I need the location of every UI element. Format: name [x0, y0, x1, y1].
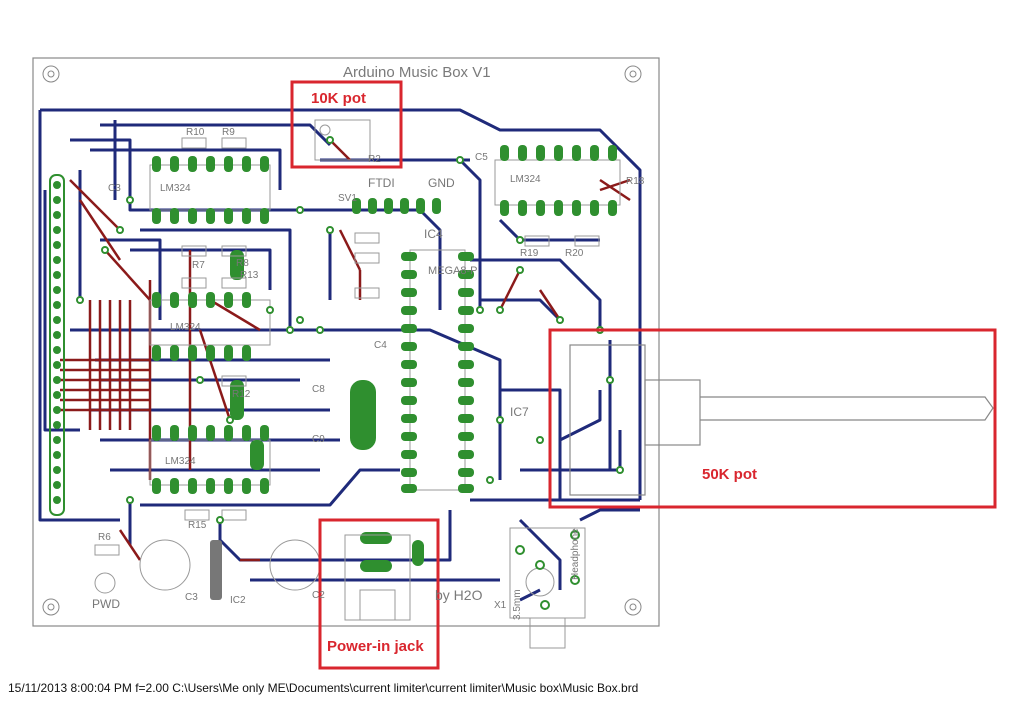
label-lm324-mid: LM324: [170, 322, 201, 333]
label-pwd: PWD: [92, 597, 120, 611]
label-r2: R2: [368, 154, 381, 165]
label-c4: C4: [374, 340, 387, 351]
label-c9: C9: [312, 434, 325, 445]
top-layer-traces: [60, 139, 631, 562]
label-r13: R13: [240, 270, 259, 281]
vias: [76, 136, 624, 524]
callout-box-50k: [548, 328, 997, 509]
label-r7: R7: [192, 260, 205, 271]
callout-label-50k: 50K pot: [702, 466, 758, 483]
headphone-jack-pads: [515, 530, 580, 610]
pot-10k-footprint: [314, 119, 371, 161]
label-ftdi: FTDI: [368, 176, 395, 190]
label-r6: R6: [98, 532, 111, 543]
label-lm324-right: LM324: [510, 174, 541, 185]
label-jack-size: 3.5mm: [512, 589, 523, 620]
label-c3b: C3: [185, 592, 198, 603]
label-c8: C8: [312, 384, 325, 395]
label-ic4: IC4: [424, 227, 443, 241]
label-c2: C2: [312, 590, 325, 601]
callout-box-10k: [290, 80, 403, 169]
ic-pads: [152, 145, 617, 600]
label-c5: C5: [475, 152, 488, 163]
label-r18: R18: [626, 176, 645, 187]
callout-label-jack: Power-in jack: [327, 638, 424, 655]
pot-50k-footprint: [569, 344, 994, 496]
status-line: 15/11/2013 8:00:04 PM f=2.00 C:\Users\Me…: [8, 681, 639, 695]
callout-box-jack: [318, 518, 440, 670]
callout-label-10k: 10K pot: [311, 90, 367, 107]
power-jack-outline: [344, 534, 411, 621]
headphone-jack-outline: [509, 527, 586, 649]
label-r19: R19: [520, 248, 539, 259]
label-headphone: Headphone: [570, 528, 581, 580]
left-pin-header: [49, 174, 65, 516]
label-r20: R20: [565, 248, 584, 259]
label-r10: R10: [186, 127, 205, 138]
resistors: [94, 137, 600, 556]
label-mega: MEGA8-P: [428, 265, 478, 277]
label-c3: C3: [108, 183, 121, 194]
label-r9: R9: [222, 127, 235, 138]
label-r8: R8: [236, 258, 249, 269]
mounting-holes: [42, 65, 642, 616]
label-sv1: SV1: [338, 193, 357, 204]
label-ic7: IC7: [510, 405, 529, 419]
board-title: Arduino Music Box V1: [343, 64, 491, 81]
label-x1: X1: [494, 600, 507, 611]
label-lm324-left: LM324: [160, 183, 191, 194]
label-r15: R15: [188, 520, 207, 531]
callout-boxes: [290, 80, 997, 670]
label-ic2: IC2: [230, 595, 246, 606]
label-gnd: GND: [428, 176, 455, 190]
label-r12: R12: [232, 389, 251, 400]
board-credit: by H2O: [435, 587, 483, 603]
label-lm324-low: LM324: [165, 456, 196, 467]
